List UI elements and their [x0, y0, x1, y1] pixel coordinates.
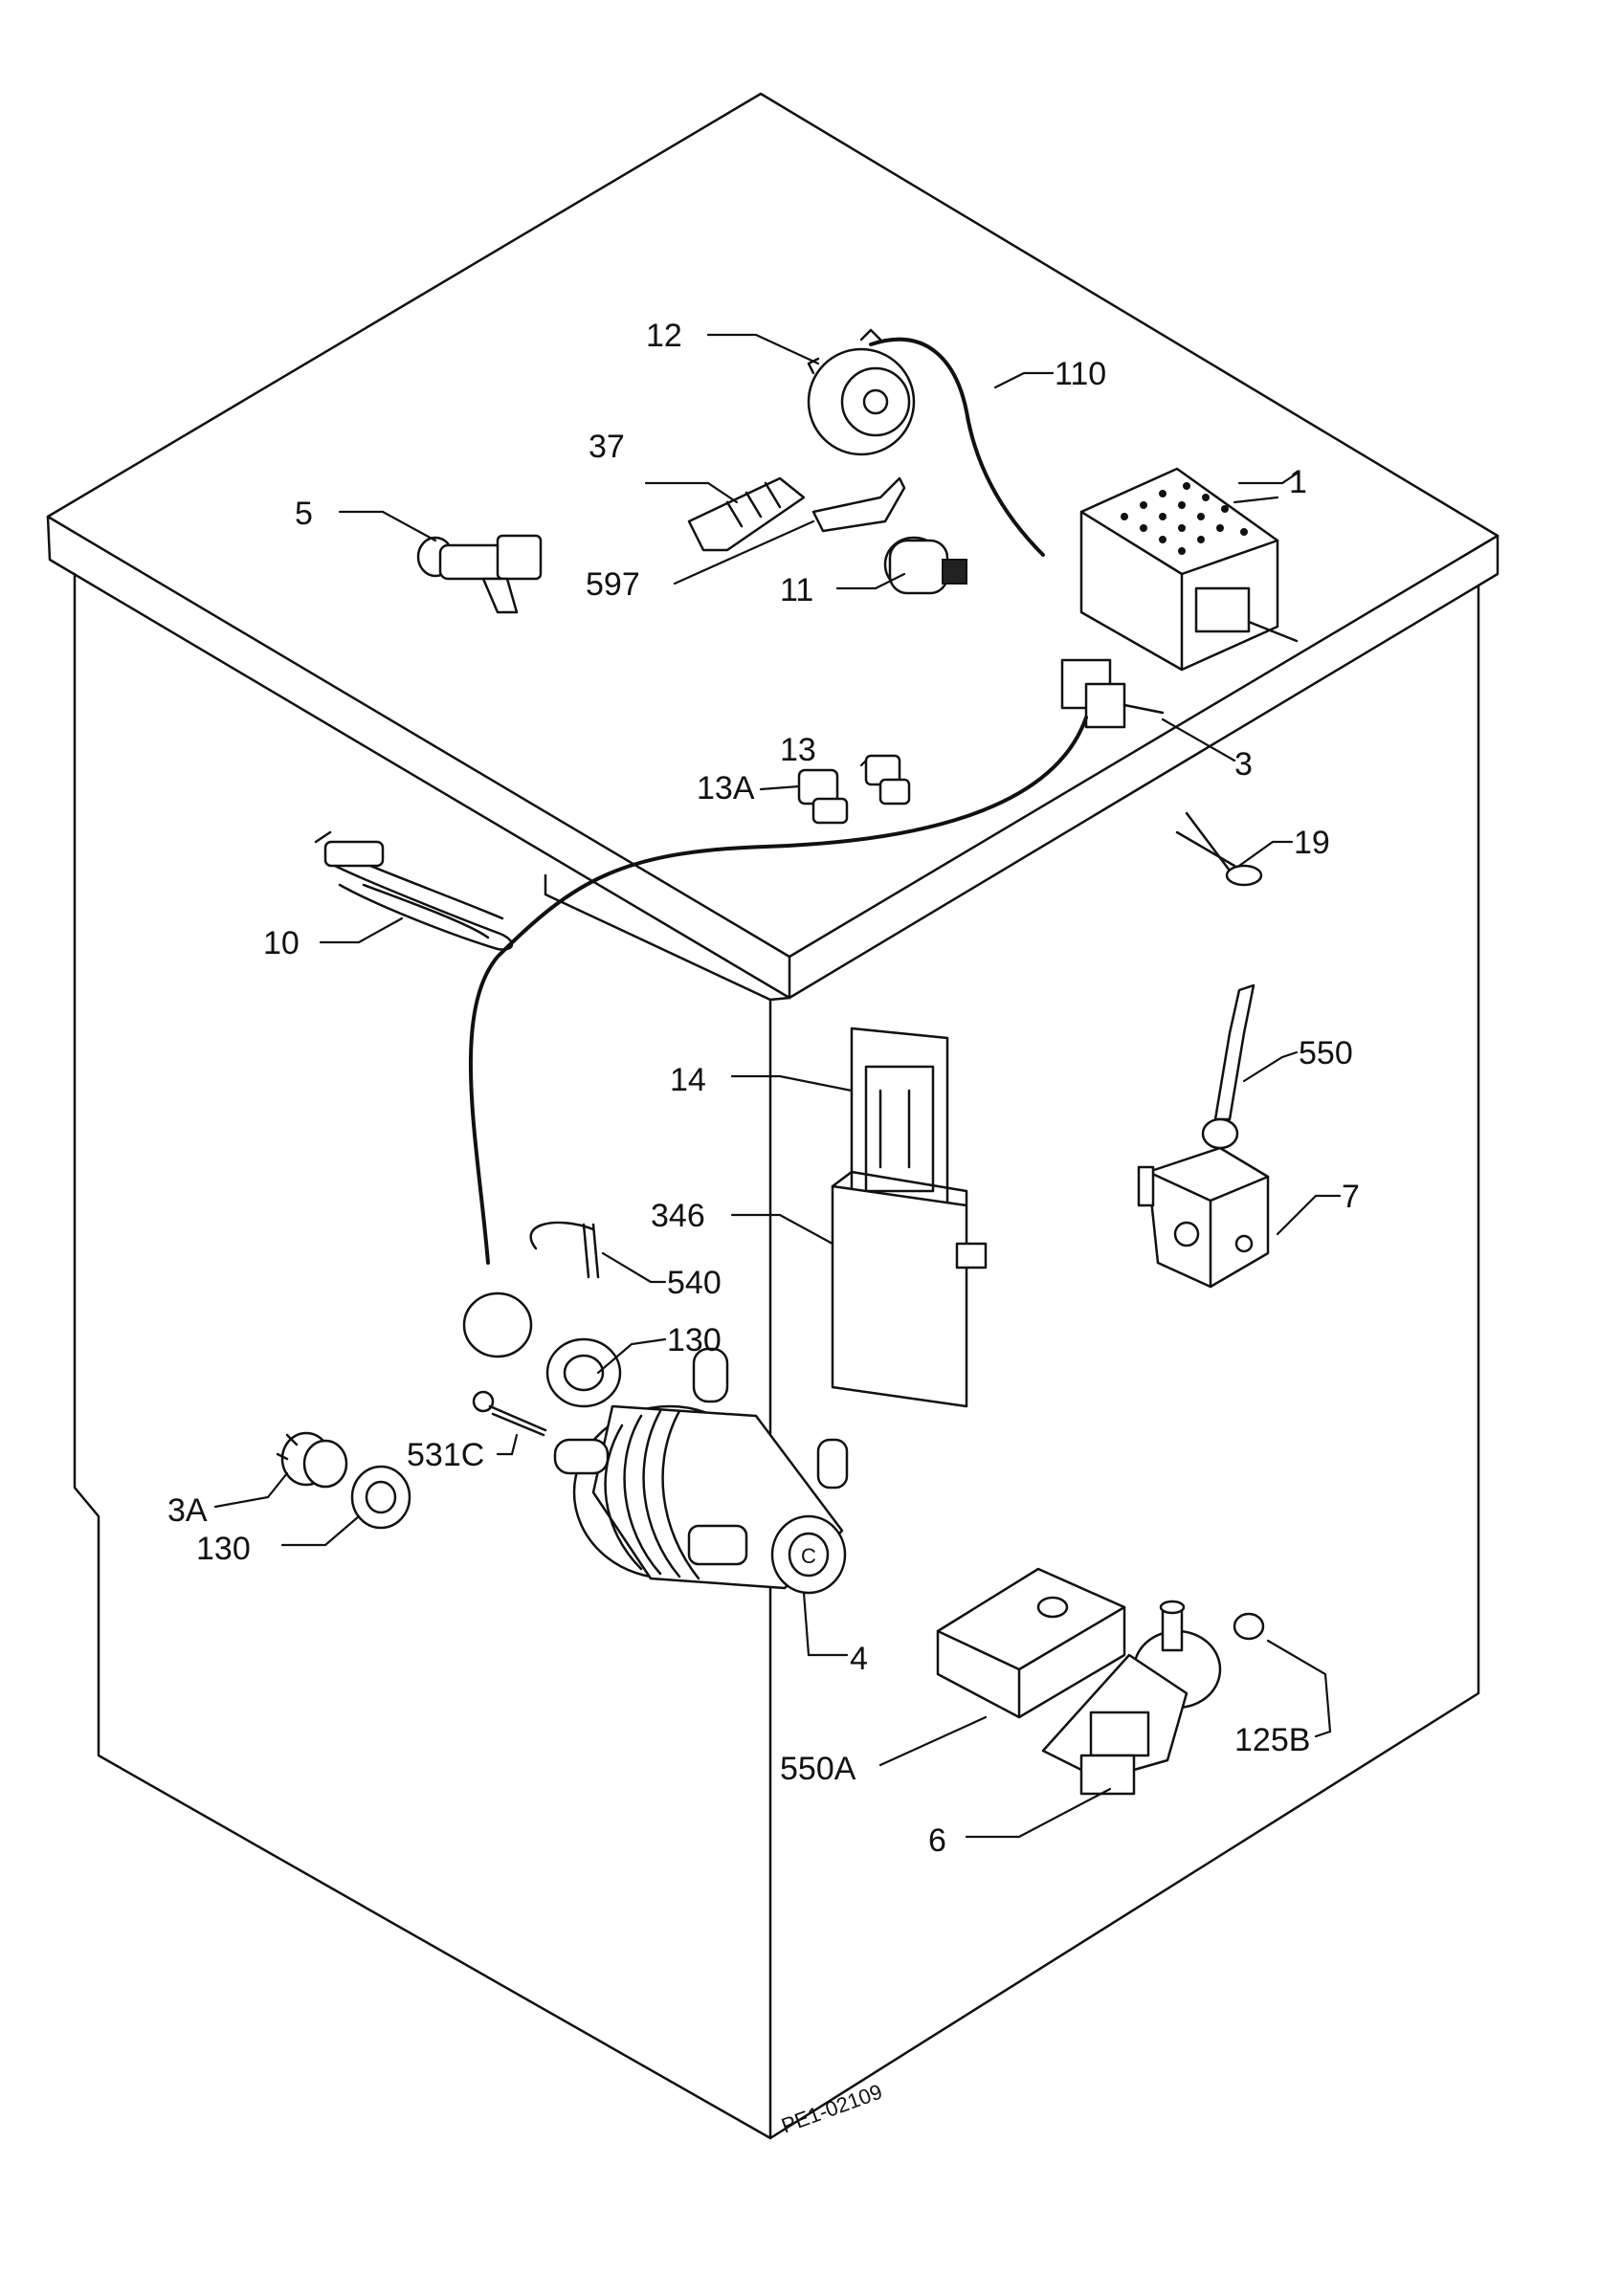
part-7-door-lock [1137, 1146, 1270, 1289]
part-14-filter [850, 1027, 949, 1231]
label-597: 597 [586, 566, 640, 603]
cable-plug [462, 1292, 533, 1358]
part-130-ring-upper [545, 1337, 622, 1408]
part-130-ring-lower [350, 1465, 411, 1530]
label-4: 4 [850, 1641, 868, 1677]
part-6-drain-pump [1041, 1600, 1222, 1796]
leader-lines [213, 333, 1342, 1839]
label-3a: 3A [167, 1492, 208, 1529]
part-3a-pressure-switch [276, 1431, 348, 1489]
part-531c-screw [472, 1390, 547, 1437]
part-11-capacitor [883, 536, 967, 595]
part-1-programmer [1079, 467, 1299, 672]
part-597-clip [811, 476, 906, 533]
part-4-motor: C [553, 1347, 849, 1595]
label-130-upper: 130 [667, 1322, 722, 1358]
label-37: 37 [589, 429, 625, 465]
part-13a-connector [797, 768, 849, 825]
label-7: 7 [1342, 1179, 1360, 1215]
drawing-code: PE1-02109 [778, 2080, 885, 2138]
part-5-sensor [416, 534, 543, 614]
cabinet-outline [46, 92, 1500, 2140]
label-12: 12 [646, 318, 682, 354]
part-346-filter-housing [831, 1170, 988, 1408]
part-labels: 1 3 3A 4 5 6 7 10 11 12 13 13A 14 19 37 … [167, 318, 1360, 1859]
label-3: 3 [1234, 746, 1253, 783]
part-37-switch-strip [687, 476, 806, 552]
cabinet-left-face [73, 572, 772, 2140]
label-10: 10 [263, 925, 300, 961]
label-13a: 13A [697, 770, 755, 806]
label-125b: 125B [1234, 1722, 1310, 1758]
label-550: 550 [1299, 1035, 1353, 1071]
part-13-connector [864, 754, 911, 806]
cabinet-top [46, 92, 1500, 959]
label-6: 6 [928, 1822, 946, 1859]
label-110: 110 [1055, 356, 1106, 392]
part-110-wire [869, 337, 1045, 557]
label-11: 11 [780, 572, 813, 608]
label-550a: 550A [780, 1751, 856, 1787]
label-19: 19 [1294, 825, 1330, 861]
label-14: 14 [670, 1062, 706, 1098]
label-540: 540 [667, 1265, 722, 1301]
cabinet-right-edge [768, 584, 1480, 2140]
part-3-switch [468, 658, 1165, 1265]
label-346: 346 [651, 1198, 705, 1234]
label-130-lower: 130 [196, 1531, 251, 1567]
svg-text:C: C [801, 1544, 816, 1568]
cabinet-top-edge-left [46, 515, 791, 1000]
part-19-probe [1175, 811, 1263, 887]
part-540-clip [529, 1221, 600, 1279]
label-531c: 531C [407, 1437, 484, 1473]
part-550-lever [1201, 983, 1255, 1150]
cabinet-inner-edge [544, 873, 772, 1002]
cabinet-top-edge-right [788, 534, 1500, 1000]
part-10-heating-element [314, 830, 514, 951]
part-550a-block [936, 1567, 1126, 1719]
label-1: 1 [1289, 464, 1307, 500]
label-5: 5 [295, 496, 313, 532]
part-12-selector [807, 328, 916, 456]
label-13: 13 [780, 732, 816, 768]
part-125b-ring [1233, 1612, 1265, 1641]
cabinet-right-face [768, 996, 791, 1002]
